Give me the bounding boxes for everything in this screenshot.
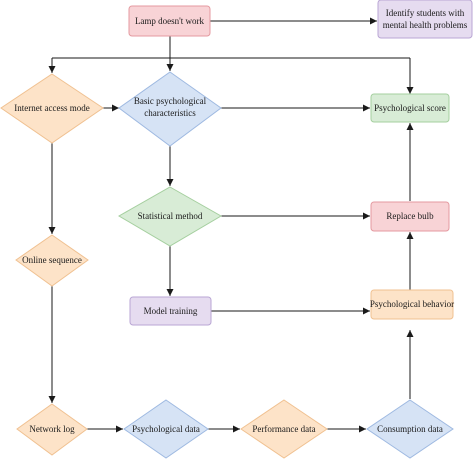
node-identify-label-line2: mental health problems	[383, 20, 468, 30]
node-model: Model training	[129, 296, 212, 326]
node-network-shape	[16, 403, 88, 456]
node-performance-shape	[240, 399, 328, 459]
node-psych-data-shape	[123, 399, 209, 459]
node-identify: Identify students with mental health pro…	[377, 0, 473, 39]
node-model-shape	[129, 296, 212, 326]
node-online-shape	[15, 234, 89, 287]
node-replace-shape	[370, 201, 450, 232]
node-behavior-shape	[370, 289, 454, 320]
node-psych-data-label: Psychological data	[132, 424, 200, 434]
node-identify-shape	[377, 0, 473, 39]
node-network-label: Network log	[29, 424, 75, 434]
node-replace: Replace bulb	[370, 201, 450, 232]
node-model-label: Model training	[144, 306, 198, 316]
node-basic-label-line2: characteristics	[144, 108, 196, 118]
node-online-label: Online sequence	[22, 255, 82, 265]
node-internet: Internet access mode	[0, 73, 104, 144]
node-performance: Performance data	[240, 399, 328, 459]
node-consumption: Consumption data	[366, 399, 454, 459]
node-psych-score-shape	[370, 93, 450, 123]
node-behavior-label: Psychological behavior	[370, 299, 454, 309]
node-internet-shape	[0, 73, 104, 144]
node-replace-label: Replace bulb	[386, 211, 434, 221]
node-consumption-shape	[366, 399, 454, 459]
node-statistical: Statistical method	[118, 186, 222, 247]
node-consumption-label: Consumption data	[377, 424, 443, 434]
edges	[48, 17, 414, 433]
node-performance-label: Performance data	[252, 424, 315, 434]
node-behavior: Psychological behavior	[370, 289, 454, 320]
node-psych-score-label: Psychological score	[374, 103, 446, 113]
node-psych-score: Psychological score	[370, 93, 450, 123]
node-lamp: Lamp doesn't work	[128, 5, 211, 37]
node-lamp-label: Lamp doesn't work	[135, 16, 205, 26]
node-statistical-shape	[118, 186, 222, 247]
node-lamp-shape	[128, 5, 211, 37]
node-network: Network log	[16, 403, 88, 456]
node-basic-label-line1: Basic psychological	[134, 96, 207, 106]
node-basic: Basic psychological characteristics	[118, 71, 222, 147]
node-online: Online sequence	[15, 234, 89, 287]
node-psych-data: Psychological data	[123, 399, 209, 459]
node-statistical-label: Statistical method	[138, 211, 203, 221]
node-identify-label-line1: Identify students with	[386, 8, 465, 18]
node-basic-shape	[118, 71, 222, 147]
node-internet-label: Internet access mode	[14, 103, 89, 113]
